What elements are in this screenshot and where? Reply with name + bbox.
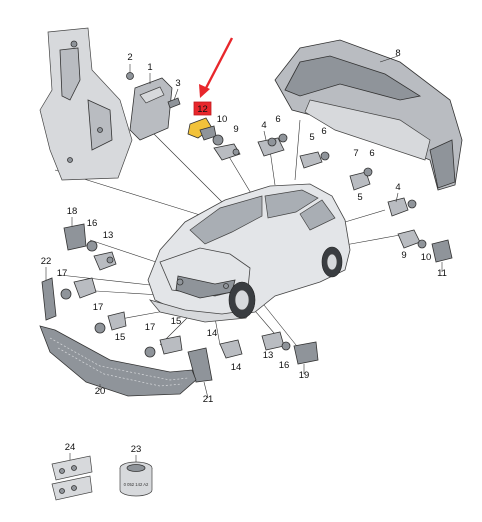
screw-2 [126, 64, 134, 80]
label-21: 21 [203, 394, 214, 405]
label-9a: 9 [233, 124, 238, 135]
label-17a: 17 [57, 268, 68, 279]
screw-3 [167, 97, 181, 109]
label-15b: 15 [171, 316, 182, 327]
rear-sensors [212, 133, 453, 263]
label-ticks [45, 55, 443, 462]
label-14b: 14 [231, 362, 242, 373]
label-2: 2 [127, 52, 132, 63]
label-4a: 4 [261, 120, 266, 131]
label-14a: 14 [207, 328, 218, 339]
label-6a: 6 [275, 114, 280, 125]
label-10a: 10 [217, 114, 228, 125]
label-17b: 17 [93, 302, 104, 313]
label-4b: 4 [395, 182, 400, 193]
label-13b: 13 [263, 350, 274, 361]
front-left-parts [41, 223, 319, 383]
label-15a: 15 [115, 332, 126, 343]
part-labels: 1 2 3 4 4 5 5 6 6 6 7 8 9 9 10 10 11 13 … [41, 48, 447, 455]
highlight-arrow [199, 37, 234, 98]
clip-set-24 [51, 455, 93, 501]
label-8: 8 [395, 48, 400, 59]
tape-roll-marking: 0 052 142 A2 [124, 482, 149, 487]
label-11: 11 [437, 268, 447, 279]
label-5a: 5 [309, 132, 314, 143]
side-bracket [39, 27, 133, 181]
label-20: 20 [95, 386, 106, 397]
label-7: 7 [353, 148, 358, 159]
label-6c: 6 [369, 148, 374, 159]
car-body [147, 183, 351, 323]
highlight-label-12: 12 [193, 101, 212, 116]
label-5b: 5 [357, 192, 362, 203]
label-3: 3 [175, 78, 180, 89]
label-9b: 9 [401, 250, 406, 261]
label-19: 19 [299, 370, 310, 381]
label-1: 1 [147, 62, 152, 73]
label-16b: 16 [279, 360, 290, 371]
label-18: 18 [67, 206, 78, 217]
label-24: 24 [65, 442, 76, 453]
front-grille [39, 325, 197, 397]
label-17c: 17 [145, 322, 156, 333]
control-unit [129, 77, 173, 141]
rear-bumper [274, 39, 463, 191]
label-16a: 16 [87, 218, 98, 229]
label-22: 22 [41, 256, 52, 267]
highlight-label-text: 12 [197, 104, 208, 115]
label-13a: 13 [103, 230, 114, 241]
label-6b: 6 [321, 126, 326, 137]
sensor-bracket-12 [187, 117, 217, 141]
label-23: 23 [131, 444, 142, 455]
label-10b: 10 [421, 252, 432, 263]
tape-roll-23: 0 052 142 A2 [119, 461, 153, 497]
